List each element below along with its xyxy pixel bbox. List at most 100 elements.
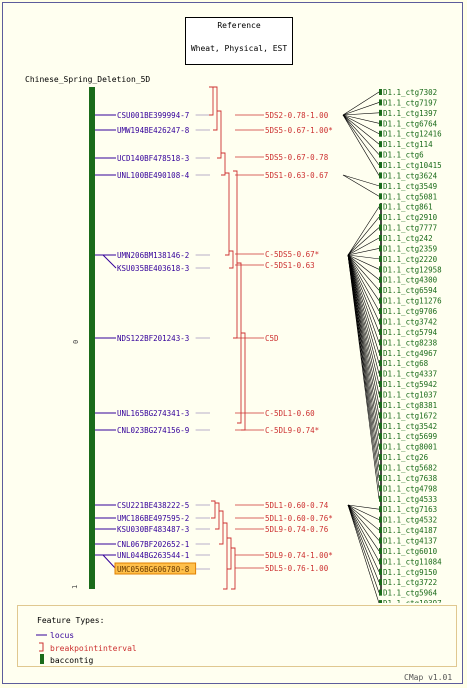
contig-label[interactable]: D1.1_ctg2359 — [383, 244, 437, 253]
contig-label[interactable]: D1.1_ctg7777 — [383, 224, 437, 233]
contig-label[interactable]: D1.1_ctg4798 — [383, 484, 438, 493]
locus-label[interactable]: UNL165BG274341-3 — [117, 409, 189, 418]
contig-label[interactable]: D1.1_ctg10397 — [383, 599, 442, 603]
locus-label[interactable]: CNL023BG274156-9 — [117, 426, 189, 435]
interval-label[interactable]: 5DL9-0.74-0.76 — [265, 525, 329, 534]
contig-correspondence-line — [347, 227, 380, 256]
locus-label[interactable]: KSU035BE403618-3 — [117, 264, 189, 273]
locus-label[interactable]: KSU030BF483487-3 — [117, 525, 189, 534]
interval-label[interactable]: 5DL5-0.76-1.00 — [265, 564, 329, 573]
breakpoint-bracket[interactable] — [241, 332, 246, 431]
interval-label[interactable]: C-5DL1-0.60 — [265, 409, 315, 418]
breakpoint-bracket[interactable] — [219, 510, 224, 545]
locus-label[interactable]: UMC056BG606780-8 — [117, 565, 190, 574]
contig-correspondence-line — [347, 254, 380, 364]
interval-label[interactable]: C5D — [265, 334, 279, 343]
contig-label[interactable]: D1.1_ctg9150 — [383, 568, 438, 577]
contig-label[interactable]: D1.1_ctg7163 — [383, 505, 437, 514]
breakpoint-bracket[interactable] — [215, 502, 220, 530]
contig-label[interactable]: D1.1_ctg2910 — [383, 213, 438, 222]
contig-label[interactable]: D1.1_ctg1037 — [383, 390, 437, 399]
interval-label[interactable]: 5DS2-0.78-1.00 — [265, 111, 329, 120]
contig-label[interactable]: D1.1_ctg7302 — [383, 88, 437, 97]
contig-label[interactable]: D1.1_ctg7197 — [383, 98, 437, 107]
contig-label[interactable]: D1.1_ctg3742 — [383, 317, 437, 326]
contig-label[interactable]: D1.1_ctg4137 — [383, 536, 437, 545]
interval-label[interactable]: 5DS5-0.67-1.00* — [265, 126, 333, 135]
contig-label[interactable]: D1.1_ctg11276 — [383, 297, 442, 306]
breakpoint-bracket[interactable] — [231, 547, 236, 590]
contig-label[interactable]: D1.1_ctg12958 — [383, 265, 442, 274]
interval-label[interactable]: 5DL1-0.60-0.74 — [265, 501, 329, 510]
contig-label[interactable]: D1.1_ctg5964 — [383, 589, 438, 598]
contig-label[interactable]: D1.1_ctg10415 — [383, 161, 442, 170]
interval-label[interactable]: C-5DL9-0.74* — [265, 426, 319, 435]
contig-label[interactable]: D1.1_ctg3722 — [383, 578, 437, 587]
contig-label[interactable]: D1.1_ctg9706 — [383, 307, 438, 316]
breakpoint-bracket[interactable] — [223, 522, 228, 590]
breakpoint-bracket[interactable] — [237, 262, 242, 424]
locus-label[interactable]: CSU221BE438222-5 — [117, 501, 189, 510]
contig-label[interactable]: D1.1_ctg5081 — [383, 192, 437, 201]
breakpoint-bracket[interactable] — [227, 537, 232, 570]
contig-label[interactable]: D1.1_ctg5682 — [383, 463, 437, 472]
locus-label[interactable]: CSU001BE399994-7 — [117, 111, 189, 120]
contig-label[interactable]: D1.1_ctg5942 — [383, 380, 437, 389]
contig-label[interactable]: D1.1_ctg4532 — [383, 516, 437, 525]
contig-label[interactable]: D1.1_ctg8381 — [383, 401, 437, 410]
locus-label[interactable]: CNL067BF202652-1 — [117, 540, 189, 549]
contig-label[interactable]: D1.1_ctg5794 — [383, 328, 438, 337]
locus-label[interactable]: UMN206BM138146-2 — [117, 251, 189, 260]
contig-label[interactable]: D1.1_ctg2220 — [383, 255, 438, 264]
breakpoint-bracket[interactable] — [211, 500, 216, 519]
locus-label[interactable]: UMW194BE426247-8 — [117, 126, 190, 135]
interval-label[interactable]: C-5DS5-0.67* — [265, 250, 319, 259]
contig-label[interactable]: D1.1_ctg4300 — [383, 276, 438, 285]
locus-label[interactable]: UMC186BE497595-2 — [117, 514, 189, 523]
contig-label[interactable]: D1.1_ctg12416 — [383, 130, 442, 139]
breakpoint-bracket[interactable] — [221, 152, 226, 176]
locus-label[interactable]: UCD140BF478518-3 — [117, 154, 189, 163]
breakpoint-bracket[interactable] — [213, 86, 218, 131]
contig-marker — [379, 276, 382, 283]
interval-label[interactable]: 5DS5-0.67-0.78 — [265, 153, 329, 162]
reference-box[interactable]: Reference Wheat, Physical, EST — [185, 17, 293, 65]
contig-label[interactable]: D1.1_ctg8238 — [383, 338, 438, 347]
interval-label[interactable]: 5DS1-0.63-0.67 — [265, 171, 328, 180]
interval-label[interactable]: 5DL9-0.74-1.00* — [265, 551, 333, 560]
contig-label[interactable]: D1.1_ctg6594 — [383, 286, 438, 295]
locus-label[interactable]: UNL100BE490108-4 — [117, 171, 190, 180]
contig-label[interactable]: D1.1_ctg242 — [383, 234, 433, 243]
breakpoint-bracket[interactable] — [209, 86, 214, 116]
contig-label[interactable]: D1.1_ctg1672 — [383, 411, 437, 420]
contig-label[interactable]: D1.1_ctg6764 — [383, 119, 438, 128]
contig-label[interactable]: D1.1_ctg4533 — [383, 495, 437, 504]
contig-label[interactable]: D1.1_ctg26 — [383, 453, 429, 462]
contig-label[interactable]: D1.1_ctg3542 — [383, 422, 437, 431]
contig-label[interactable]: D1.1_ctg4187 — [383, 526, 437, 535]
contig-label[interactable]: D1.1_ctg3624 — [383, 171, 438, 180]
breakpoint-bracket[interactable] — [233, 170, 238, 339]
breakpoint-bracket[interactable] — [229, 250, 234, 269]
contig-label[interactable]: D1.1_ctg7638 — [383, 474, 438, 483]
map-title[interactable]: Chinese_Spring_Deletion_5D — [25, 75, 150, 84]
locus-label[interactable]: UNL044BG263544-1 — [117, 551, 189, 560]
contig-label[interactable]: D1.1_ctg3549 — [383, 182, 437, 191]
contig-label[interactable]: D1.1_ctg5699 — [383, 432, 437, 441]
breakpoint-bracket[interactable] — [225, 172, 230, 256]
contig-label[interactable]: D1.1_ctg1397 — [383, 109, 437, 118]
locus-label[interactable]: NDS122BF201243-3 — [117, 334, 189, 343]
contig-label[interactable]: D1.1_ctg114 — [383, 140, 433, 149]
contig-label[interactable]: D1.1_ctg8001 — [383, 443, 437, 452]
contig-label[interactable]: D1.1_ctg68 — [383, 359, 429, 368]
interval-label[interactable]: C-5DS1-0.63 — [265, 261, 315, 270]
contig-label[interactable]: D1.1_ctg11084 — [383, 557, 442, 566]
contig-label[interactable]: D1.1_ctg6 — [383, 151, 424, 160]
breakpoint-bracket[interactable] — [217, 110, 222, 159]
interval-label[interactable]: 5DL1-0.60-0.76* — [265, 514, 333, 523]
contig-label[interactable]: D1.1_ctg861 — [383, 203, 433, 212]
contig-label[interactable]: D1.1_ctg4967 — [383, 349, 437, 358]
contig-label[interactable]: D1.1_ctg6010 — [383, 547, 438, 556]
contig-label[interactable]: D1.1_ctg4337 — [383, 370, 437, 379]
chromosome-map-bar[interactable] — [89, 87, 95, 589]
